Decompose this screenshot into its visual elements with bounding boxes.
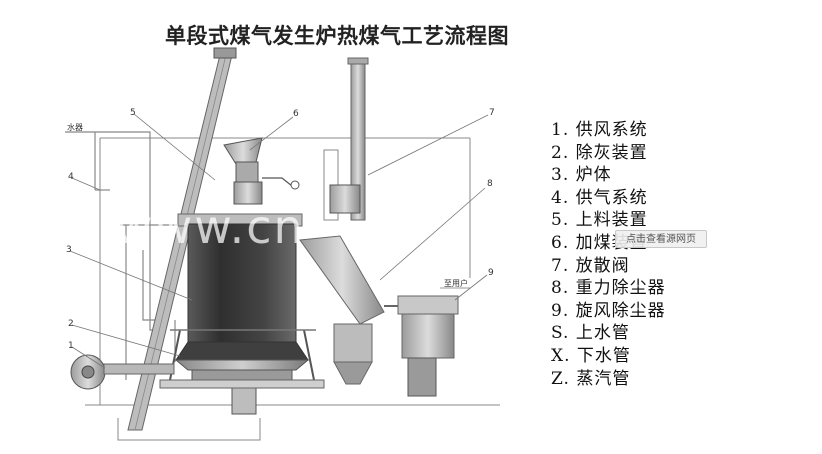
callout-numbers: 1 2 3 4 5 6 7 8 9 bbox=[66, 108, 495, 351]
coal-feeder bbox=[223, 137, 300, 205]
callout-6: 6 bbox=[293, 109, 299, 119]
legend-item: Z. 蒸汽管 bbox=[551, 368, 631, 389]
legend-item: X. 下水管 bbox=[551, 345, 631, 366]
equipment-legend: 1. 供风系统 2. 除灰装置 3. 炉体 4. 供气系统 5. 上料装置 6.… bbox=[551, 119, 791, 390]
tag-water-tank: 水器 bbox=[67, 122, 83, 132]
tags: 水器 至用户 bbox=[67, 122, 468, 288]
view-source-button[interactable]: 点击查看源网页 bbox=[615, 230, 707, 248]
legend-item: 5. 上料装置 bbox=[551, 210, 648, 231]
callout-7: 7 bbox=[489, 108, 495, 118]
legend-item: 2. 除灰装置 bbox=[551, 142, 648, 163]
legend-item: 3. 炉体 bbox=[551, 165, 612, 186]
tag-to-user: 至用户 bbox=[444, 278, 468, 288]
blower-fan bbox=[70, 354, 175, 390]
legend-item: S. 上水管 bbox=[551, 323, 630, 344]
legend-item: 1. 供风系统 bbox=[551, 120, 648, 140]
diagram-title: 单段式煤气发生炉热煤气工艺流程图 bbox=[165, 23, 509, 48]
callout-4: 4 bbox=[68, 172, 74, 182]
callout-8: 8 bbox=[487, 179, 493, 189]
callout-2: 2 bbox=[68, 319, 74, 329]
frame-lines bbox=[85, 137, 500, 441]
legend-item: 8. 重力除尘器 bbox=[551, 278, 666, 299]
cyclone-collector bbox=[384, 295, 459, 397]
legend-item: 7. 放散阀 bbox=[551, 255, 630, 276]
callout-5: 5 bbox=[130, 108, 136, 118]
callout-3: 3 bbox=[66, 245, 72, 255]
gas-duct bbox=[299, 235, 385, 385]
leader-lines bbox=[69, 113, 489, 369]
legend-item: 4. 供气系统 bbox=[551, 187, 648, 208]
callout-9: 9 bbox=[488, 268, 494, 278]
legend-item: 9. 旋风除尘器 bbox=[551, 300, 666, 321]
callout-1: 1 bbox=[68, 341, 74, 351]
chimney bbox=[323, 57, 369, 221]
